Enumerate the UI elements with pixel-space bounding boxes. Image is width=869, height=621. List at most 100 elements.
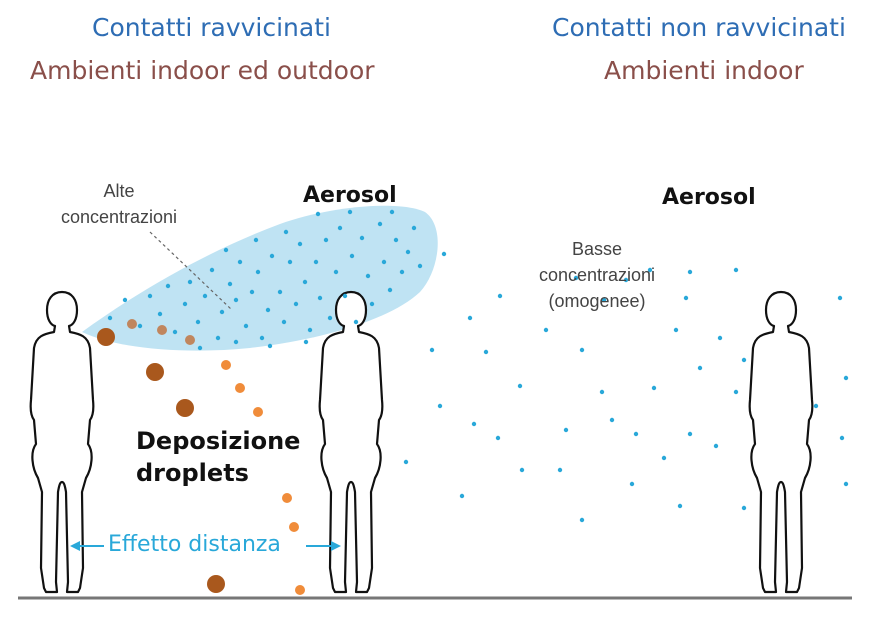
- aerosol-dot: [399, 269, 405, 275]
- aerosol-dot: [281, 319, 287, 325]
- deposition-label: Deposizione droplets: [136, 427, 301, 488]
- aerosol-dot: [741, 357, 747, 363]
- aerosol-dot: [233, 339, 239, 345]
- aerosol-dot: [122, 297, 128, 303]
- aerosol-dot: [813, 403, 819, 409]
- aerosol-dot: [327, 315, 333, 321]
- aerosol-dot: [393, 237, 399, 243]
- aerosol-dot: [359, 235, 365, 241]
- aerosol-dot: [633, 431, 639, 437]
- droplet: [282, 493, 292, 503]
- aerosol-dot: [687, 269, 693, 275]
- aerosol-dot: [601, 297, 607, 303]
- aerosol-dot: [147, 293, 153, 299]
- droplet: [235, 383, 245, 393]
- left-subtitle: Ambienti indoor ed outdoor: [30, 56, 375, 85]
- aerosol-dot: [237, 259, 243, 265]
- aerosol-dot: [303, 339, 309, 345]
- aerosol-dot: [441, 251, 447, 257]
- aerosol-dot: [557, 467, 563, 473]
- aerosol-dot: [107, 315, 113, 321]
- droplet: [207, 575, 225, 593]
- aerosol-dot: [741, 505, 747, 511]
- aerosol-dot: [267, 343, 273, 349]
- aerosol-dot: [647, 267, 653, 273]
- aerosol-dot: [517, 383, 523, 389]
- aerosol-dot: [381, 259, 387, 265]
- aerosol-dot: [197, 345, 203, 351]
- aerosol-dot: [182, 301, 188, 307]
- left-title: Contatti ravvicinati: [92, 13, 331, 42]
- droplet: [127, 319, 137, 329]
- aerosol-dot: [519, 467, 525, 473]
- aerosol-dot: [315, 211, 321, 217]
- aerosol-dot: [255, 269, 261, 275]
- aerosol-dot: [623, 277, 629, 283]
- aerosol-dot: [337, 225, 343, 231]
- aerosol-dot: [733, 389, 739, 395]
- aerosol-dot: [259, 335, 265, 341]
- aerosol-dot: [411, 225, 417, 231]
- aerosol-dot: [297, 241, 303, 247]
- aerosol-label-right: Aerosol: [662, 185, 756, 210]
- aerosol-dot: [495, 435, 501, 441]
- droplet: [295, 585, 305, 595]
- aerosol-dot: [579, 517, 585, 523]
- distance-arrow-icon: [70, 541, 341, 551]
- aerosol-dot: [307, 327, 313, 333]
- aerosol-dot: [429, 347, 435, 353]
- aerosol-dot: [467, 315, 473, 321]
- aerosol-dot: [249, 289, 255, 295]
- distance-label: Effetto distanza: [108, 532, 281, 557]
- aerosol-dot: [277, 289, 283, 295]
- aerosol-label-left: Aerosol: [303, 183, 397, 208]
- aerosol-dot: [651, 385, 657, 391]
- aerosol-dot: [302, 279, 308, 285]
- aerosol-dot: [202, 293, 208, 299]
- aerosol-dots: [107, 209, 849, 523]
- aerosol-dot: [349, 253, 355, 259]
- droplet: [289, 522, 299, 532]
- aerosol-dot: [687, 431, 693, 437]
- aerosol-dot: [543, 327, 549, 333]
- aerosol-dot: [837, 295, 843, 301]
- aerosol-dot: [417, 263, 423, 269]
- aerosol-dot: [471, 421, 477, 427]
- aerosol-dot: [497, 293, 503, 299]
- aerosol-dot: [287, 259, 293, 265]
- aerosol-dot: [219, 309, 225, 315]
- aerosol-dot: [323, 237, 329, 243]
- droplet: [157, 325, 167, 335]
- aerosol-dot: [387, 287, 393, 293]
- aerosol-dot: [253, 237, 259, 243]
- aerosol-dot: [333, 269, 339, 275]
- aerosol-dot: [347, 209, 353, 215]
- aerosol-dot: [227, 281, 233, 287]
- aerosol-dot: [233, 297, 239, 303]
- droplet: [97, 328, 115, 346]
- droplet: [221, 360, 231, 370]
- aerosol-dot: [369, 301, 375, 307]
- aerosol-dot: [172, 329, 178, 335]
- droplet: [146, 363, 164, 381]
- aerosol-dot: [317, 295, 323, 301]
- aerosol-dot: [733, 267, 739, 273]
- aerosol-dot: [843, 375, 849, 381]
- droplet: [176, 399, 194, 417]
- low-concentration-label: Basse concentrazioni (omogenee): [538, 239, 656, 312]
- aerosol-dot: [599, 389, 605, 395]
- aerosol-dot: [137, 323, 143, 329]
- aerosol-dot: [713, 443, 719, 449]
- aerosol-dot: [342, 293, 348, 299]
- droplet: [185, 335, 195, 345]
- droplets: [97, 319, 305, 595]
- person-listener-far-icon: [748, 290, 814, 594]
- aerosol-dot: [157, 311, 163, 317]
- aerosol-dot: [265, 307, 271, 313]
- aerosol-dot: [683, 295, 689, 301]
- aerosol-dot: [215, 335, 221, 341]
- high-concentration-label: Alte concentrazioni: [60, 181, 178, 228]
- aerosol-dot: [353, 319, 359, 325]
